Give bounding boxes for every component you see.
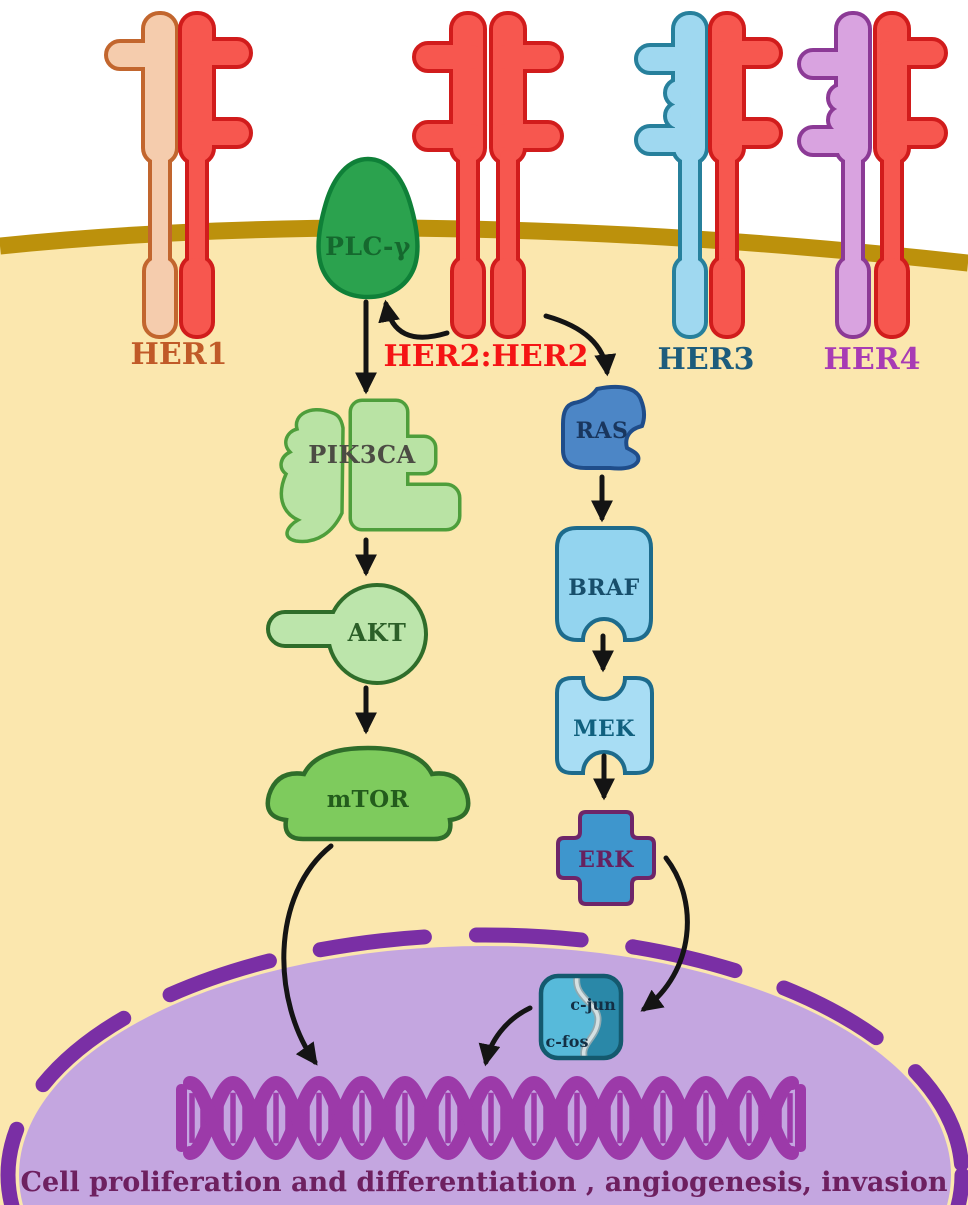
receptor-her1 [104, 11, 253, 339]
receptor-part [801, 52, 868, 76]
ras-label: RAS [576, 418, 629, 444]
receptor-part [416, 124, 483, 148]
receptor-part [713, 258, 741, 335]
cjun-cfos-outline [538, 973, 624, 1061]
receptor-part [845, 150, 861, 268]
dna-end-cap [795, 1084, 806, 1152]
arrow-cfos-to-dna [478, 1005, 533, 1067]
mtor-label: mTOR [327, 786, 410, 813]
cjun-cfos-divider-inner [574, 976, 600, 1058]
akt-label: AKT [347, 618, 407, 647]
cjun-cfos-complex [538, 973, 624, 1061]
mek-shape [555, 676, 654, 775]
plc-gamma-shape [316, 156, 420, 300]
receptor-part [493, 124, 560, 148]
her3-label: HER3 [657, 342, 754, 377]
receptor-part [719, 150, 735, 268]
cell-membrane [0, 219, 968, 272]
dna-end-cap [176, 1084, 187, 1152]
receptor-part [676, 258, 704, 335]
cjun-label: c-jun [570, 995, 616, 1014]
receptor-part [667, 81, 691, 105]
erk-label: ERK [578, 847, 634, 873]
nucleus-caption: Cell proliferation and differentiation ,… [21, 1167, 948, 1198]
her1-label: HER1 [130, 337, 227, 372]
receptor-part [801, 129, 868, 153]
receptor-part [839, 258, 867, 335]
receptor-part [146, 258, 174, 335]
receptor-part [454, 258, 482, 335]
mtor-shape [265, 745, 471, 842]
pik3ca-part [352, 438, 434, 472]
receptor-part [638, 128, 705, 152]
plc-gamma-label: PLC-γ [325, 232, 411, 261]
her4-label: HER4 [823, 342, 920, 377]
receptors [104, 11, 948, 339]
cfos-label: c-fos [546, 1032, 589, 1051]
receptor-part [145, 15, 175, 162]
arrow-her2-to-ras [543, 313, 617, 377]
receptor-part [182, 41, 249, 65]
ras-shape [561, 384, 647, 471]
dna-strand [183, 1075, 799, 1161]
receptor-part [682, 150, 698, 268]
her2-label: HER2:HER2 [383, 339, 588, 374]
braf-shape [555, 526, 653, 642]
receptor-part [712, 41, 779, 65]
arrow-erk-to-nucleus [640, 855, 690, 1012]
arrows [281, 299, 690, 1067]
dna-strand [183, 1075, 799, 1161]
erk-shape [556, 810, 656, 906]
pik3ca-shape-right [348, 398, 462, 532]
pik3ca-shape-left [279, 407, 345, 544]
receptor-part [460, 150, 476, 268]
receptor-part [884, 150, 900, 268]
nuclear-envelope [0, 927, 968, 1205]
receptor-part [152, 150, 168, 268]
arrow-mtor-to-dna [281, 843, 334, 1066]
receptor-part [493, 45, 560, 69]
pik3ca-part [352, 486, 458, 528]
receptor-part [878, 258, 906, 335]
receptor-part [712, 121, 779, 145]
mek-label: MEK [573, 716, 635, 742]
receptor-part [638, 47, 705, 71]
arrow-her2-to-plcg [378, 299, 450, 340]
dna-helix [176, 1075, 806, 1161]
akt-head [330, 587, 424, 681]
receptor-part [189, 150, 205, 268]
receptor-part [877, 41, 944, 65]
receptor-part [416, 45, 483, 69]
braf-label: BRAF [568, 575, 640, 601]
receptor-part [183, 258, 211, 335]
akt-shape [266, 583, 428, 685]
receptor-her3 [634, 11, 783, 339]
receptor-her4 [797, 11, 948, 339]
receptor-part [494, 258, 522, 335]
receptor-part [182, 121, 249, 145]
receptor-her2-her2 [412, 11, 564, 339]
receptor-part [830, 86, 854, 110]
receptor-part [877, 121, 944, 145]
receptor-part [667, 104, 691, 128]
receptor-part [830, 108, 854, 132]
receptor-part [108, 43, 175, 67]
receptor-part [500, 150, 516, 268]
pik3ca-label: PIK3CA [308, 440, 416, 469]
